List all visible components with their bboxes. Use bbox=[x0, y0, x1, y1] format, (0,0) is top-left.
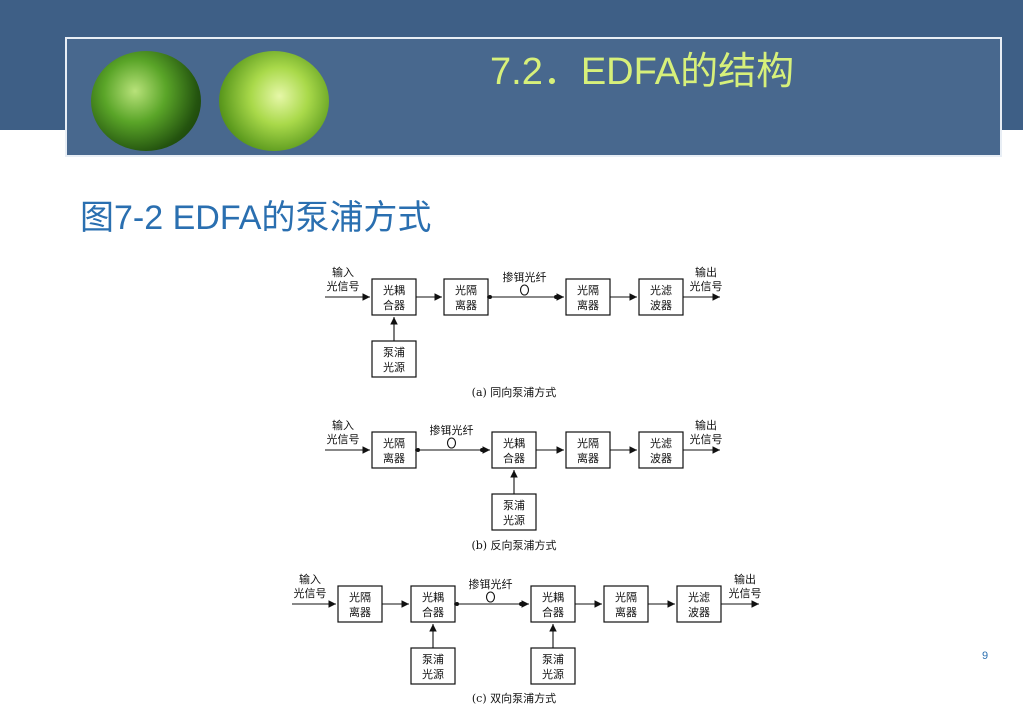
diagram-b-box-2-label-2: 合器 bbox=[503, 451, 525, 465]
diagram-b-box-2-label-1: 光耦 bbox=[503, 436, 525, 450]
diagram-c-box-3-label-2: 合器 bbox=[542, 605, 564, 619]
diagram-b-box-0-label-1: 光隔 bbox=[383, 436, 405, 450]
diagram-a-box-1-label-1: 光隔 bbox=[455, 283, 477, 297]
diagram-a-box-1-label-2: 离器 bbox=[455, 298, 477, 312]
diagram-b-box-4 bbox=[638, 431, 684, 469]
diagram-c-fiber-dot-right bbox=[519, 602, 523, 606]
diagram-c-pump-box-0-label-1: 泵浦 bbox=[422, 653, 444, 666]
diagram-b-box-3-label-1: 光隔 bbox=[577, 436, 599, 450]
diagram-c-fiber-label: 掺铒光纤 bbox=[469, 577, 513, 591]
diagram-c-box-3-label-1: 光耦 bbox=[542, 590, 564, 604]
diagram-c-box-3 bbox=[530, 585, 576, 623]
diagram-c-box-5 bbox=[676, 585, 722, 623]
diagram-a-output-label-2: 光信号 bbox=[690, 279, 723, 293]
diagram-a-box-0 bbox=[371, 278, 417, 316]
diagram-c-input-label-1: 输入 bbox=[299, 572, 321, 586]
diagram-a-output-label-1: 输出 bbox=[695, 265, 717, 279]
diagram-b-box-4-label-1: 光滤 bbox=[650, 436, 672, 450]
diagram-c-pump-box-1-label-2: 光源 bbox=[542, 667, 564, 681]
diagram-c-pump-box-1-label-1: 泵浦 bbox=[542, 653, 564, 666]
diagram-b-pump-box-0-label-2: 光源 bbox=[503, 513, 525, 527]
diagram-c-pump-box-0 bbox=[410, 647, 456, 685]
diagram-c-box-0-label-2: 离器 bbox=[349, 605, 371, 619]
diagram-b-fiber-dot-right bbox=[480, 448, 484, 452]
diagram-c-box-1-label-1: 光耦 bbox=[422, 590, 444, 604]
diagram-a-pump-box-0 bbox=[371, 340, 417, 378]
diagram-c-caption: (c) 双向泵浦方式 bbox=[472, 691, 556, 705]
diagram-a-fiber-label: 掺铒光纤 bbox=[503, 270, 547, 284]
diagram-c-box-5-label-2: 波器 bbox=[688, 606, 710, 619]
leaf-image-1 bbox=[91, 51, 201, 151]
diagram-c-box-0-label-1: 光隔 bbox=[349, 590, 371, 604]
diagram-c-output-label-1: 输出 bbox=[734, 572, 756, 586]
diagram-a-input-label-1: 输入 bbox=[332, 265, 354, 279]
leaf-image-2 bbox=[219, 51, 329, 151]
page-number: 9 bbox=[982, 650, 989, 662]
diagram-a-fiber-dot-left bbox=[488, 295, 492, 299]
diagram-c-input-label-2: 光信号 bbox=[294, 586, 327, 600]
diagram-b-box-3-label-2: 离器 bbox=[577, 451, 599, 465]
diagram-b-input-label-2: 光信号 bbox=[327, 432, 360, 446]
diagram-c-output-label-2: 光信号 bbox=[729, 586, 762, 600]
diagram-c-box-4-label-1: 光隔 bbox=[615, 590, 637, 604]
diagram-a-caption: (a) 同向泵浦方式 bbox=[472, 385, 557, 399]
diagram-b-fiber-dot-left bbox=[416, 448, 420, 452]
diagram-a-box-3-label-2: 离器 bbox=[577, 298, 599, 312]
diagram-b-pump-box-0 bbox=[491, 493, 537, 531]
diagram-b-box-0-label-2: 离器 bbox=[383, 451, 405, 465]
diagram-b-output-label-2: 光信号 bbox=[690, 432, 723, 446]
diagram-b-fiber-coil bbox=[446, 437, 457, 449]
diagram-a-fiber-coil bbox=[519, 284, 530, 296]
diagram-a-pump-box-0-label-2: 光源 bbox=[383, 360, 405, 374]
diagram-b-box-4-label-2: 波器 bbox=[650, 452, 672, 465]
diagram-c-fiber-dot-left bbox=[455, 602, 459, 606]
diagram-a-box-4-label-1: 光滤 bbox=[650, 283, 672, 297]
diagram-c-box-1-label-2: 合器 bbox=[422, 605, 444, 619]
diagram-b-pump-box-0-label-1: 泵浦 bbox=[503, 499, 525, 512]
diagram-a-fiber-dot-right bbox=[554, 295, 558, 299]
diagram-c-box-4-label-2: 离器 bbox=[615, 605, 637, 619]
diagram-b-output-label-1: 输出 bbox=[695, 418, 717, 432]
diagram-b-box-2 bbox=[491, 431, 537, 469]
diagram-a-box-3-label-1: 光隔 bbox=[577, 283, 599, 297]
figure-heading: 图7-2 EDFA的泵浦方式 bbox=[80, 199, 432, 237]
diagram-a-pump-box-0-label-1: 泵浦 bbox=[383, 346, 405, 359]
diagram-c-fiber-coil bbox=[485, 591, 496, 603]
diagram-b-input-label-1: 输入 bbox=[332, 418, 354, 432]
diagram-a-box-0-label-2: 合器 bbox=[383, 298, 405, 312]
diagram-a-box-1 bbox=[443, 278, 489, 316]
title-panel bbox=[65, 37, 1002, 157]
diagram-b-caption: (b) 反向泵浦方式 bbox=[471, 538, 556, 552]
diagram-b-box-0 bbox=[371, 431, 417, 469]
diagram-a-box-0-label-1: 光耦 bbox=[383, 283, 405, 297]
diagram-a-box-4-label-2: 波器 bbox=[650, 299, 672, 312]
diagram-c-pump-box-0-label-2: 光源 bbox=[422, 667, 444, 681]
diagram-a-box-3 bbox=[565, 278, 611, 316]
diagram-b-fiber-label: 掺铒光纤 bbox=[430, 423, 474, 437]
diagram-c-box-5-label-1: 光滤 bbox=[688, 590, 710, 604]
diagram-a-input-label-2: 光信号 bbox=[327, 279, 360, 293]
diagram-c-box-0 bbox=[337, 585, 383, 623]
diagram-c-box-1 bbox=[410, 585, 456, 623]
page-title: 7.2．EDFA的结构 bbox=[490, 51, 795, 93]
